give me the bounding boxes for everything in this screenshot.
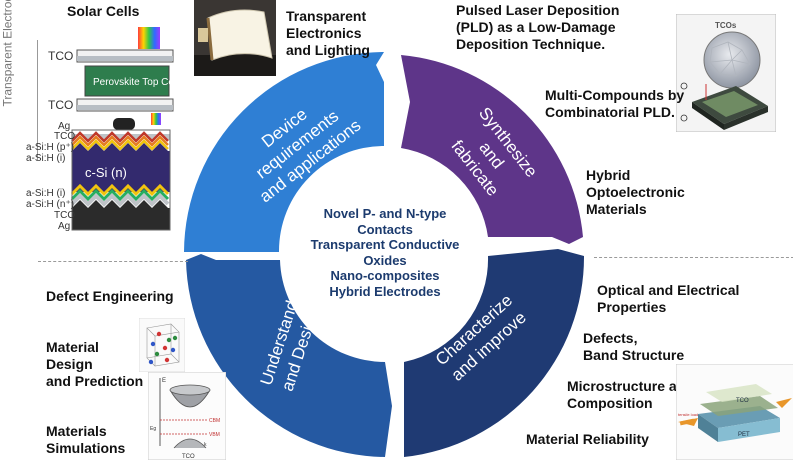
segment-understand xyxy=(186,254,392,457)
tcos-label: TCOs xyxy=(715,21,737,30)
tco-film-label: TCO xyxy=(736,398,749,404)
transparent-electronics-title: Transparent Electronics and Lighting xyxy=(286,8,370,58)
asih-p-label: a-Si:H (p⁺) xyxy=(26,142,75,153)
pet-label: PET xyxy=(738,432,750,438)
separator-left xyxy=(38,261,188,262)
bracket-line xyxy=(37,40,38,160)
band-k-label: k xyxy=(204,442,207,448)
tco-label-4: TCO xyxy=(54,210,76,221)
microstructure-text: Microstructure and Composition xyxy=(567,378,694,411)
center-line: Nano-composites xyxy=(330,268,440,283)
csi-label: c-Si (n) xyxy=(85,165,127,180)
material-reliability-text: Material Reliability xyxy=(526,431,649,447)
pld-description: Pulsed Laser Deposition (PLD) as a Low-D… xyxy=(456,2,620,52)
band-e-label: E xyxy=(162,378,166,384)
tcos-combinatorial-photo: TCOs xyxy=(676,14,776,132)
asih-n-label: a-Si:H (n⁺) xyxy=(26,199,75,210)
segment-synthesize xyxy=(401,55,583,244)
band-eg-label: Eg xyxy=(150,426,156,432)
flexible-lighting-photo xyxy=(194,0,276,76)
material-design-text: Material Design and Prediction xyxy=(46,339,144,389)
separator-right xyxy=(594,257,793,258)
center-line: Transparent Conductive xyxy=(310,237,460,252)
perovskite-label: Perovskite Top Cell xyxy=(93,77,178,88)
crystal-lattice-illustration xyxy=(139,318,185,372)
defects-band-text: Defects, Band Structure xyxy=(583,330,685,363)
segment-device-requirements xyxy=(184,52,384,252)
tco-label-1: TCO xyxy=(48,49,74,63)
ag-label-bottom: Ag xyxy=(58,221,71,232)
center-topics: Novel P- and N-type Contacts Transparent… xyxy=(300,206,470,299)
materials-simulations-text: Materials Simulations xyxy=(46,423,126,456)
ag-label-top: Ag xyxy=(58,121,71,132)
transparent-electrodes-label: Transparent Electrodes xyxy=(0,0,15,107)
center-line: Novel P- and N-type xyxy=(323,206,447,221)
band-structure-illustration: E CBM VBM Eg k TCO xyxy=(148,372,226,460)
segment-characterize xyxy=(404,249,585,457)
center-line: Contacts xyxy=(357,221,413,237)
tco-label-3: TCO xyxy=(54,131,76,142)
center-line: Hybrid Electrodes xyxy=(329,283,441,299)
band-cbm-label: CBM xyxy=(209,418,220,424)
band-vbm-label: VBM xyxy=(209,432,220,438)
tco-label-2: TCO xyxy=(48,98,74,112)
defect-engineering-text: Defect Engineering xyxy=(46,288,174,304)
optical-electrical-text: Optical and Electrical Properties xyxy=(597,282,740,315)
hybrid-materials-text: Hybrid Optoelectronic Materials xyxy=(586,167,685,217)
asih-i-label-top: a-Si:H (i) xyxy=(26,153,66,164)
solar-title: Solar Cells xyxy=(67,3,140,19)
center-line: Oxides xyxy=(363,252,407,268)
band-tco-label: TCO xyxy=(182,454,195,460)
asih-i-label-bottom: a-Si:H (i) xyxy=(26,188,66,199)
pet-tco-reliability-diagram: PET TCO tensile load xyxy=(676,364,793,460)
solar-cell-stack: c-Si (n) Perovskite Top Cell xyxy=(70,27,178,231)
multi-compounds-text: Multi-Compounds by Combinatorial PLD. xyxy=(545,87,685,120)
tensile-load-label: tensile load xyxy=(678,412,698,417)
